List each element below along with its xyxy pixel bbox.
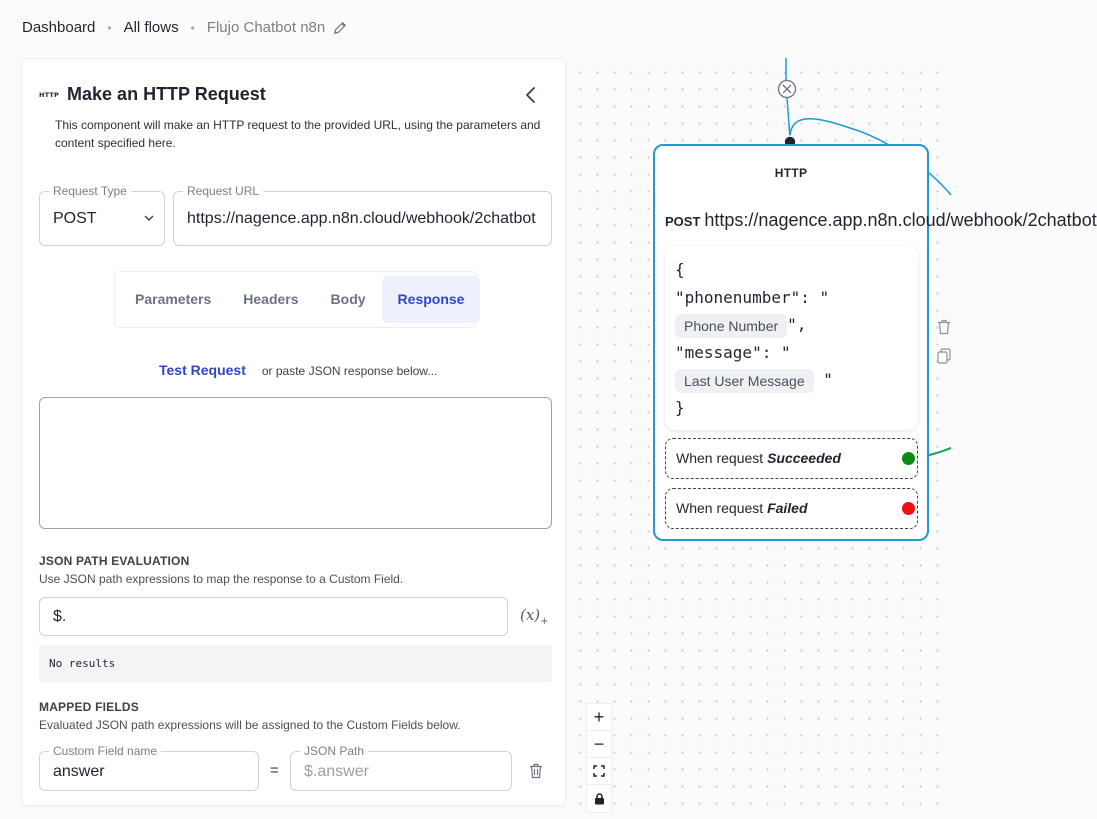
breadcrumb-separator: • [190, 20, 195, 35]
last-user-message-variable-pill: Last User Message [675, 368, 814, 393]
body-open-brace: { [675, 260, 685, 279]
custom-field-name-value: answer [53, 763, 105, 780]
equals-sign: = [270, 762, 279, 779]
mapped-json-path-placeholder: $.answer [304, 763, 369, 780]
delete-mapping-icon[interactable] [529, 763, 543, 779]
body-close-brace: } [675, 397, 685, 417]
collapse-panel-button[interactable] [521, 83, 541, 107]
http-request-panel: HTTP Make an HTTP Request This component… [21, 58, 566, 806]
node-url: https://nagence.app.n8n.cloud/webhook/2c… [704, 210, 1097, 230]
lock-button[interactable] [587, 785, 611, 812]
request-url-input[interactable]: Request URL https://nagence.app.n8n.clou… [173, 184, 552, 246]
lock-icon [594, 792, 604, 804]
outcome-failure-status: Failed [767, 500, 808, 516]
node-title: HTTP [774, 166, 808, 180]
json-path-results: No results [39, 645, 552, 682]
pencil-icon[interactable] [333, 21, 347, 35]
json-path-input[interactable]: $. [39, 597, 508, 636]
request-type-label: Request Type [49, 184, 131, 198]
request-tabs: Parameters Headers Body Response [114, 271, 481, 328]
body-key-phonenumber: "phonenumber": " [675, 287, 830, 307]
mapped-json-path-label: JSON Path [300, 744, 369, 758]
success-output-handle[interactable] [902, 452, 915, 465]
delete-node-icon[interactable] [937, 319, 951, 335]
breadcrumb-all-flows[interactable]: All flows [123, 19, 179, 36]
panel-header: HTTP Make an HTTP Request [39, 84, 266, 105]
outcome-success-prefix: When request [676, 450, 764, 466]
breadcrumb-dashboard[interactable]: Dashboard [22, 19, 96, 36]
outcome-failed[interactable]: When request Failed [665, 488, 918, 529]
outcome-failure-prefix: When request [676, 500, 764, 516]
panel-description: This component will make an HTTP request… [55, 118, 541, 150]
custom-field-name-input[interactable]: Custom Field name answer [39, 744, 259, 791]
fit-view-button[interactable] [587, 758, 611, 785]
body-line-phone-pill: Phone Number", [675, 311, 908, 339]
duplicate-node-icon[interactable] [937, 348, 951, 364]
tab-body[interactable]: Body [330, 291, 366, 307]
json-path-section-title: JSON PATH EVALUATION [39, 554, 190, 568]
failure-output-handle[interactable] [902, 502, 915, 515]
test-request-hint: or paste JSON response below... [261, 364, 438, 378]
json-path-value: $. [53, 608, 67, 625]
request-type-select[interactable]: Request Type POST [39, 184, 165, 246]
node-body-preview: { "phonenumber": " Phone Number", "messa… [665, 246, 918, 430]
zoom-controls: + − [586, 703, 612, 813]
body-line-message-pill: Last User Message " [675, 366, 908, 394]
mapped-fields-title: MAPPED FIELDS [39, 700, 139, 714]
fit-view-icon [593, 765, 605, 777]
mapped-fields-description: Evaluated JSON path expressions will be … [39, 718, 461, 732]
mapped-json-path-input[interactable]: JSON Path $.answer [290, 744, 512, 791]
custom-field-name-label: Custom Field name [49, 744, 162, 758]
zoom-in-button[interactable]: + [587, 704, 611, 731]
request-type-value: POST [53, 210, 97, 227]
json-path-section-description: Use JSON path expressions to map the res… [39, 572, 404, 586]
tab-headers[interactable]: Headers [243, 291, 299, 307]
body-after-phone: ", [787, 315, 807, 334]
tab-response[interactable]: Response [381, 276, 481, 323]
node-method: POST [665, 214, 701, 229]
chevron-down-icon [144, 215, 154, 221]
phone-number-variable-pill: Phone Number [675, 313, 788, 338]
request-url-value: https://nagence.app.n8n.cloud/webhook/2c… [187, 210, 536, 227]
breadcrumb-flow-name: Flujo Chatbot n8n [206, 19, 326, 36]
tab-parameters[interactable]: Parameters [135, 291, 212, 307]
panel-title: Make an HTTP Request [67, 84, 266, 104]
outcome-success-status: Succeeded [767, 450, 841, 466]
json-response-textarea[interactable] [39, 397, 552, 529]
body-key-message: "message": " [675, 342, 791, 362]
request-url-label: Request URL [183, 184, 264, 198]
breadcrumb: Dashboard • All flows • Flujo Chatbot n8… [22, 19, 347, 36]
test-request-link[interactable]: Test Request [159, 362, 246, 378]
zoom-out-button[interactable]: − [587, 731, 611, 758]
test-request-row: Test Request or paste JSON response belo… [159, 362, 437, 378]
insert-variable-icon[interactable]: (x)+ [520, 606, 549, 627]
body-after-message: " [823, 370, 833, 389]
outcome-succeeded[interactable]: When request Succeeded [665, 438, 918, 479]
breadcrumb-separator: • [107, 20, 112, 35]
http-icon: HTTP [39, 90, 60, 99]
